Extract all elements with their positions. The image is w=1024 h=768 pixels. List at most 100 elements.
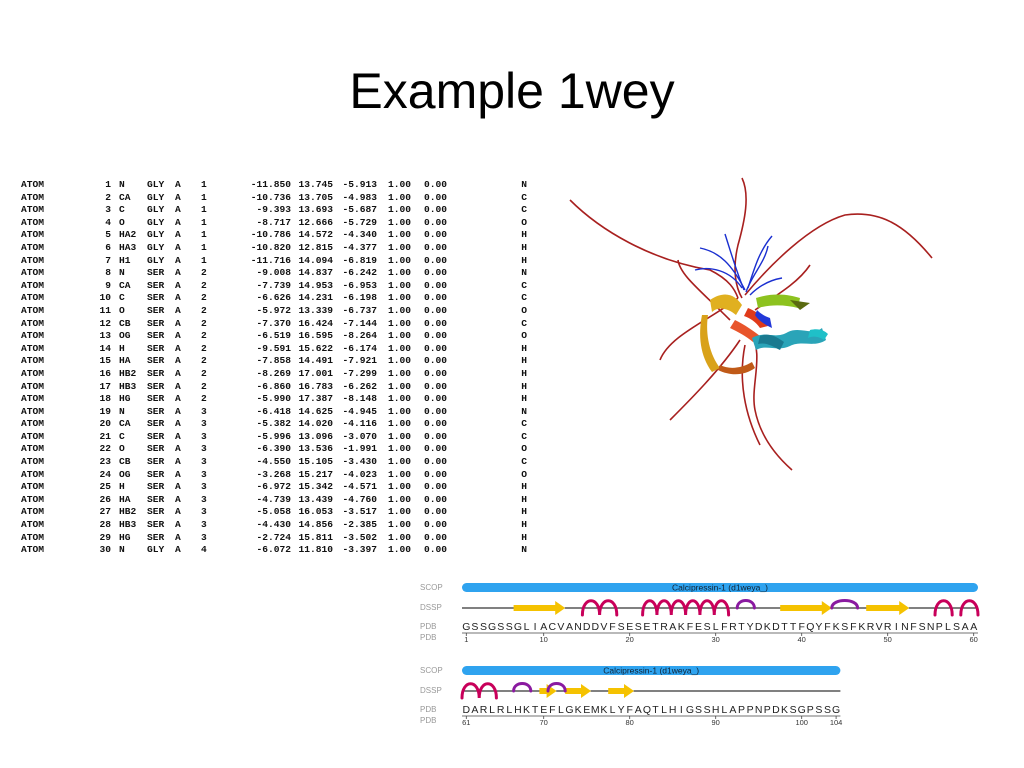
residue-letter: A	[970, 621, 977, 633]
atom-cell: 22	[99, 443, 111, 455]
atom-cell: 14.020	[298, 418, 333, 430]
residue-letter: N	[574, 621, 582, 633]
atom-cell: H	[521, 241, 527, 253]
residue-letter: E	[643, 621, 650, 633]
atom-cell: -6.174	[342, 342, 377, 354]
residue-letter: E	[540, 704, 547, 716]
atom-cell: CB	[119, 456, 131, 468]
atom-cell: ATOM	[21, 216, 45, 228]
atom-cell: H	[521, 493, 527, 505]
atom-cell: 24	[99, 468, 111, 480]
atom-cell: 2	[201, 380, 207, 392]
atom-cell: ATOM	[21, 443, 45, 455]
residue-letter: K	[600, 704, 607, 716]
atom-cell: 1.00	[387, 493, 411, 505]
atom-cell: 4	[201, 544, 207, 556]
atom-cell: 17	[99, 380, 111, 392]
atom-cell: CA	[119, 191, 131, 203]
atom-cell: OG	[119, 468, 131, 480]
atom-cell: 13.439	[298, 493, 333, 505]
atom-cell: GLY	[147, 229, 165, 241]
atom-cell: 1.00	[387, 519, 411, 531]
atom-cell: GLY	[147, 191, 165, 203]
atom-cell: 2	[201, 317, 207, 329]
atom-cell: HA3	[119, 241, 137, 253]
atom-cell: A	[175, 304, 181, 316]
atom-cell: 18	[99, 393, 111, 405]
atom-cell: GLY	[147, 544, 165, 556]
atom-cell: 23	[99, 456, 111, 468]
turn-arc	[735, 599, 756, 610]
residue-letter: P	[747, 704, 754, 716]
residue-letter: T	[738, 621, 745, 633]
atom-cell: O	[521, 216, 527, 228]
atom-cell: 0.00	[423, 317, 447, 329]
atom-cell: ATOM	[21, 267, 45, 279]
atom-cell: -3.268	[256, 468, 291, 480]
atom-cell: N	[119, 267, 125, 279]
atom-cell: ATOM	[21, 254, 45, 266]
atom-cell: ATOM	[21, 292, 45, 304]
atom-cell: H1	[119, 254, 131, 266]
atom-cell: -7.370	[256, 317, 291, 329]
atom-cell: 3	[201, 456, 207, 468]
residue-letter: S	[919, 621, 926, 633]
residue-letter: R	[867, 621, 875, 633]
alpha-helix-wave	[460, 682, 498, 700]
atom-cell: 0.00	[423, 443, 447, 455]
track-label: PDB	[420, 716, 436, 725]
atom-cell: ATOM	[21, 430, 45, 442]
atom-cell: -6.262	[342, 380, 377, 392]
atom-cell: ATOM	[21, 342, 45, 354]
atom-cell: -6.626	[256, 292, 291, 304]
atom-cell: SER	[147, 304, 165, 316]
atom-cell: 0.00	[423, 279, 447, 291]
residue-letter: L	[524, 621, 530, 633]
atom-cell: A	[175, 393, 181, 405]
atom-cell: 0.00	[423, 506, 447, 518]
residue-letter: I	[534, 621, 537, 633]
atom-cell: SER	[147, 380, 165, 392]
atom-cell: 1.00	[387, 330, 411, 342]
atom-cell: A	[175, 279, 181, 291]
atom-cell: GLY	[147, 241, 165, 253]
atom-cell: SER	[147, 456, 165, 468]
atom-cell: 1.00	[387, 179, 411, 190]
residue-letter: A	[635, 704, 642, 716]
residue-letter: G	[686, 704, 694, 716]
residue-letter: H	[669, 704, 677, 716]
residue-letter: P	[738, 704, 745, 716]
atom-cell: A	[175, 506, 181, 518]
atom-cell: H	[521, 229, 527, 241]
residue-letter: Y	[747, 621, 754, 633]
residue-letter: F	[910, 621, 916, 633]
atom-cell: N	[119, 405, 125, 417]
residue-letter: K	[764, 621, 771, 633]
atom-cell: 16.053	[298, 506, 333, 518]
residue-letter: H	[712, 704, 720, 716]
atom-cell: OG	[119, 330, 131, 342]
atom-cell: C	[521, 456, 527, 468]
atom-cell: ATOM	[21, 355, 45, 367]
residue-letter: S	[953, 621, 960, 633]
atom-cell: 20	[99, 418, 111, 430]
atom-cell: ATOM	[21, 418, 45, 430]
residue-letter: N	[755, 704, 763, 716]
track-label: SCOP	[420, 666, 443, 675]
atom-cell: ATOM	[21, 241, 45, 253]
atom-cell: ATOM	[21, 380, 45, 392]
atom-cell: 1.00	[387, 191, 411, 203]
atom-cell: A	[175, 456, 181, 468]
atom-cell: 15.105	[298, 456, 333, 468]
track-label: DSSP	[420, 686, 442, 695]
atom-cell: 0.00	[423, 430, 447, 442]
ruler-tick-label: 10	[540, 635, 548, 644]
atom-cell: 0.00	[423, 418, 447, 430]
atom-cell: N	[521, 405, 527, 417]
atom-cell: H	[119, 481, 125, 493]
atom-cell: -7.739	[256, 279, 291, 291]
